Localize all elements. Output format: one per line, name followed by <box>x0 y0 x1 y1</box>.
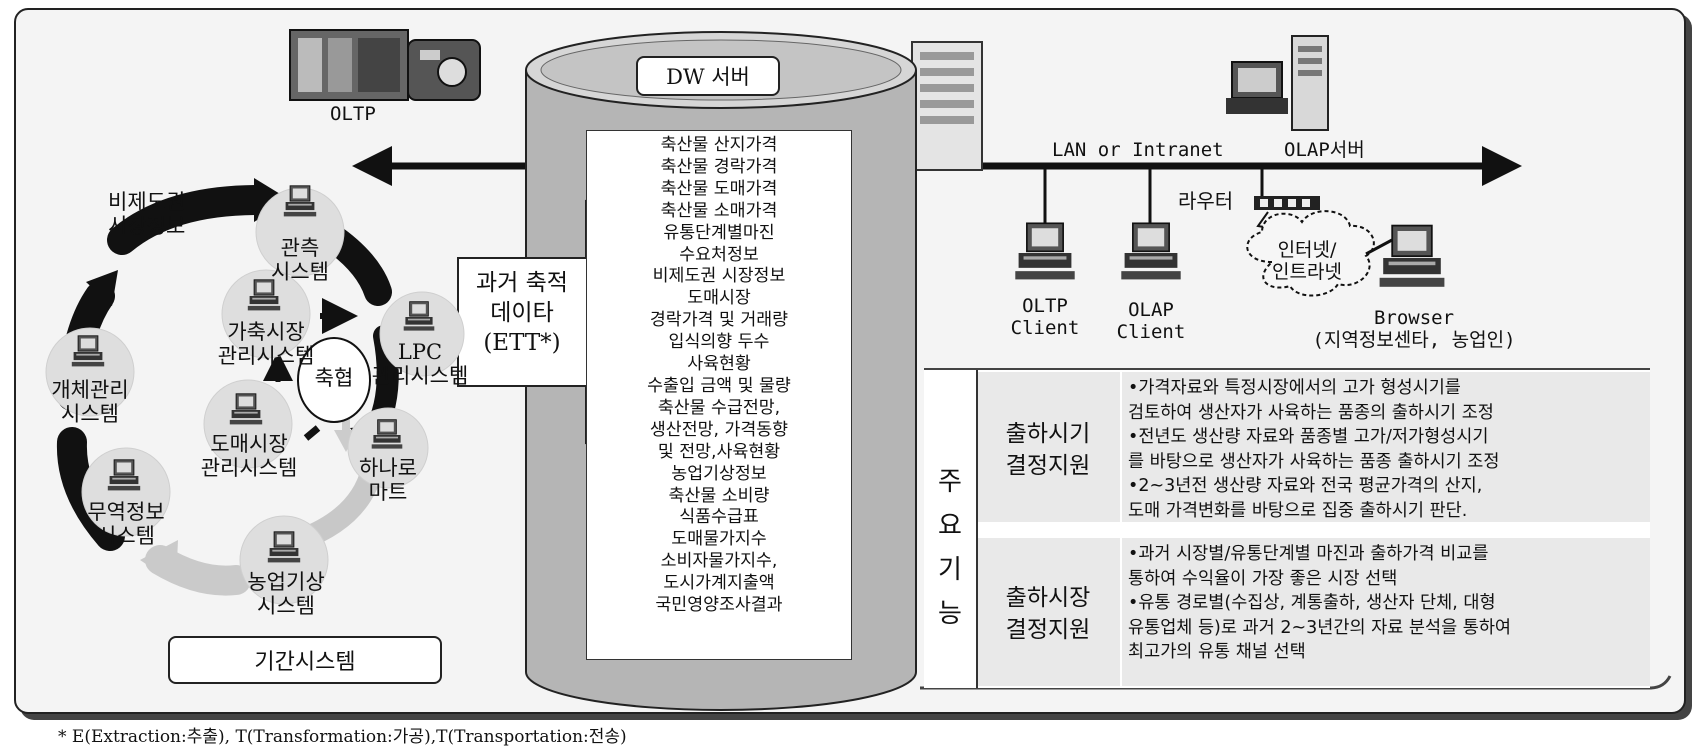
internet-cloud-icon <box>1246 210 1375 297</box>
dw-data-item: 소비자물가지수, <box>660 551 778 572</box>
features-shadow <box>920 675 1672 690</box>
features-divider <box>976 370 978 688</box>
oltp-mainframe-icon <box>289 29 481 101</box>
feature-separator <box>1120 538 1122 686</box>
oltp-label: OLTP <box>330 103 376 125</box>
cycle-nodes <box>45 187 465 605</box>
dw-data-item: 국민영양조사결과 <box>655 595 783 616</box>
dw-data-item: 도시가계지출액 <box>663 573 775 594</box>
browser-pc-icon <box>1378 224 1446 288</box>
dw-data-item: 축산물 수급전망, <box>657 397 781 418</box>
dw-data-item: 생산전망, 가격동향 <box>649 419 789 440</box>
dw-data-item: 식품수급표 <box>679 507 759 528</box>
internet-cloud-label: 인터넷/인트라넷 <box>1272 239 1342 283</box>
center-label: 축협 <box>314 366 354 390</box>
dw-data-item: 축산물 산지가격 <box>660 135 778 155</box>
kigan-system-box: 기간시스템 <box>168 636 442 684</box>
dw-data-item: 도매물가지수 <box>671 529 767 550</box>
dw-server-tower-icon <box>911 41 983 171</box>
dw-data-item: 경락가격 및 거래량 <box>649 310 789 331</box>
dw-data-item: 농업기상정보 <box>671 463 767 484</box>
dw-data-item: 비제도권 시장정보 <box>652 266 786 287</box>
dw-data-item: 수출입 금액 및 물량 <box>647 375 791 396</box>
dw-data-item: 사육현황 <box>687 354 751 375</box>
feature-lines: •가격자료와 특정시장에서의 고가 형성시기를 검토하여 생산자가 사육하는 품… <box>1128 378 1500 521</box>
router-label: 라우터 <box>1178 189 1234 213</box>
client-drop-lines <box>1043 166 1264 225</box>
dw-data-item: 수요처정보 <box>679 244 759 265</box>
dw-data-item: 축산물 경락가격 <box>660 156 778 177</box>
olap-server-label: OLAP서버 <box>1284 139 1365 161</box>
dw-data-item: 유통단계별마진 <box>663 222 775 243</box>
center-ellipse <box>297 337 371 423</box>
dw-data-item: 도매시장 <box>687 288 751 309</box>
ett-label: 과거 축적 데이타 (ETT*) <box>476 270 568 356</box>
features-key: 주 요 기 능 <box>938 467 962 629</box>
lan-label: LAN or Intranet <box>1052 139 1224 161</box>
browser-label: Browser(지역정보센타, 농업인) <box>1312 307 1516 351</box>
olap-client-pc-icon <box>1120 222 1182 281</box>
dw-server-title: DW 서버 <box>636 56 780 96</box>
footnote: * E(Extraction:추출), T(Transformation:가공)… <box>58 727 627 747</box>
olap-server-icon <box>1226 35 1329 131</box>
cloud-browser-link <box>1365 238 1393 256</box>
feature-lines: •과거 시장별/유통단계별 마진과 출하가격 비교를 통하여 수익율이 가장 좋… <box>1128 544 1512 662</box>
dw-data-item: 축산물 도매가격 <box>660 178 778 199</box>
dw-data-item: 및 전망,사육현황 <box>657 441 781 462</box>
router-icon <box>1254 196 1320 210</box>
dw-data-item: 입식의향 두수 <box>668 332 770 353</box>
dw-data-item: 축산물 소매가격 <box>660 200 778 221</box>
dw-data-item: 축산물 소비량 <box>668 485 770 506</box>
feature-separator <box>1120 372 1122 522</box>
oltp-client-pc-icon <box>1014 222 1076 281</box>
